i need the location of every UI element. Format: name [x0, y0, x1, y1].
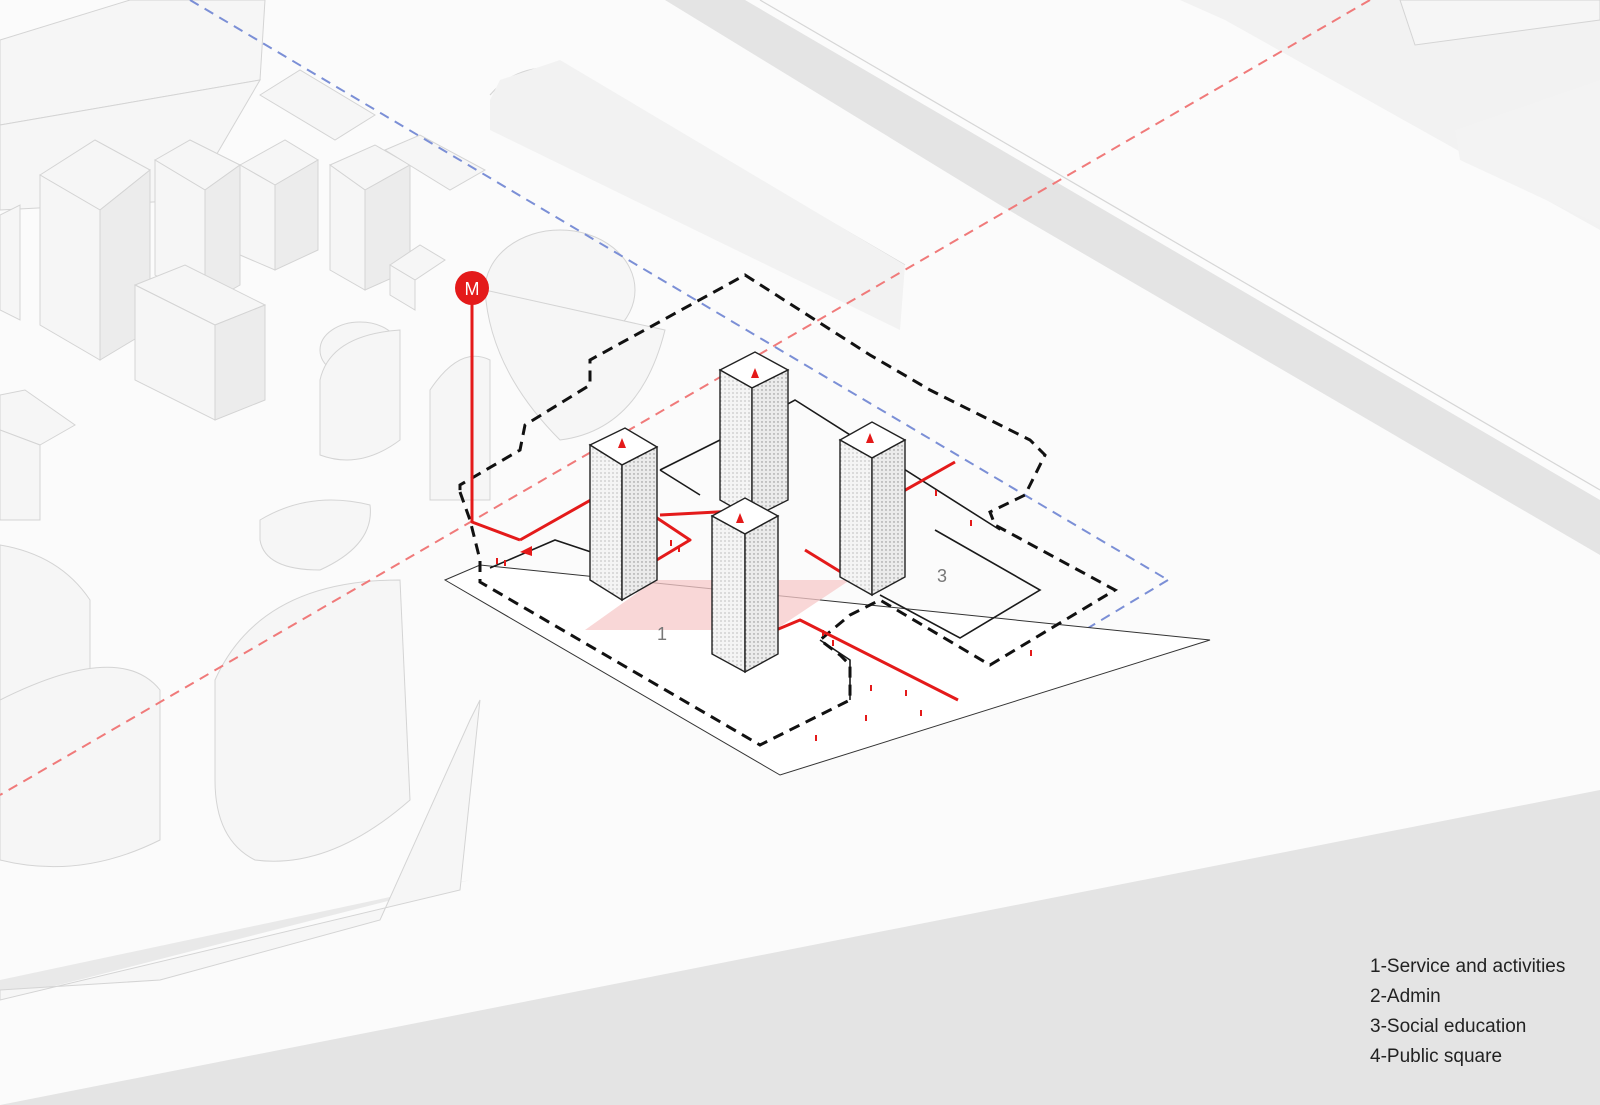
- arrow-tower-west: [618, 438, 626, 448]
- metro-marker-circle: [455, 271, 489, 305]
- lower-ground-shadow: [0, 790, 1600, 1105]
- curved-bld-sw-3: [214, 579, 411, 862]
- site-plinth: [443, 399, 1211, 776]
- tower-b-right: [204, 164, 241, 306]
- main-road: [665, 0, 1600, 555]
- tower-north-left: [719, 368, 753, 520]
- zone-edge-a: [489, 539, 601, 569]
- arrow-tower-south: [736, 513, 744, 523]
- ne-block: [1455, 80, 1600, 225]
- zone-1-label: 1: [657, 624, 667, 644]
- dome-bld: [484, 289, 666, 441]
- tower-east: [838, 421, 907, 597]
- curved-bld-sw-2: [0, 666, 161, 868]
- road-curb: [759, 0, 1600, 491]
- entry-arrow: [520, 546, 532, 556]
- legend-item: 1-Service and activities: [1370, 956, 1566, 977]
- people-markers: [496, 490, 1032, 741]
- zone-edge-c: [659, 469, 701, 496]
- tower-south-left: [711, 514, 746, 674]
- building-envelope-dashed: [458, 273, 1119, 747]
- road-median: [490, 60, 905, 330]
- tower-north: [718, 351, 790, 520]
- rounded-bld-2: [429, 355, 491, 501]
- bld-left-mid-top: [0, 389, 76, 446]
- legend-item: 2-Admin: [1370, 986, 1441, 1007]
- metro-route: [470, 290, 521, 542]
- sw-plot-outline: [0, 699, 481, 1001]
- arrow-tower-east: [866, 433, 874, 443]
- blue-axis-line: [189, 0, 1169, 581]
- tower-h-right: [214, 304, 266, 421]
- legend: 1-Service and activities 2-Admin 3-Socia…: [1370, 952, 1565, 1072]
- tower-south: [710, 497, 780, 674]
- tower-east-left: [839, 438, 873, 597]
- road-island-ne: [1180, 0, 1600, 230]
- zone-3-label: 3: [937, 566, 947, 586]
- tower-east-right: [871, 438, 906, 597]
- bld-left-mid: [0, 429, 41, 521]
- tower-west-right: [621, 445, 658, 602]
- riser-arrowheads: [618, 368, 874, 523]
- bld-left-edge: [0, 204, 21, 321]
- metro-marker-label: M: [465, 279, 480, 299]
- arrow-tower-north: [751, 368, 759, 378]
- site-boundary: [443, 564, 1211, 776]
- context-buildings: [0, 0, 1600, 1001]
- metro-marker: M: [455, 271, 489, 305]
- zone-3-outline: [879, 529, 1042, 639]
- tower-f-top: [383, 134, 487, 191]
- bld-nw-block: [0, 0, 266, 126]
- rounded-bld-1: [319, 329, 401, 461]
- tower-d-right: [274, 159, 319, 271]
- tower-west: [588, 427, 659, 602]
- legend-item: 4-Public square: [1370, 1046, 1503, 1067]
- block-g-left: [389, 264, 416, 311]
- pebble-bld: [259, 499, 371, 571]
- red-axis-line: [0, 0, 1371, 796]
- tower-c-top: [259, 69, 376, 141]
- sw-street: [0, 880, 470, 1000]
- bld-ne-corner: [1399, 0, 1600, 46]
- tower-south-right: [744, 514, 779, 674]
- legend-item: 3-Social education: [1370, 1016, 1527, 1037]
- tower-north-right: [751, 368, 789, 520]
- tower-west-left: [589, 443, 623, 602]
